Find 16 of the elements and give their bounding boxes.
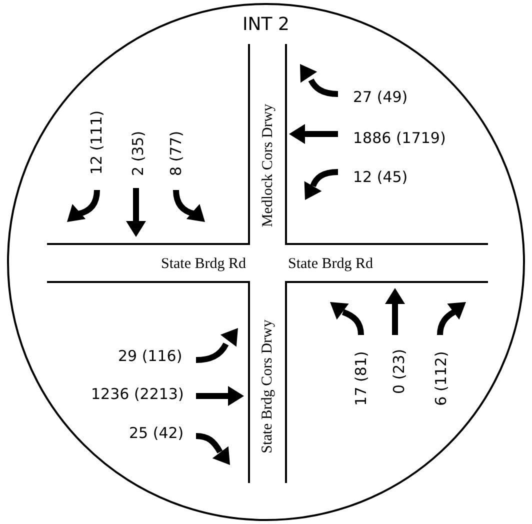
volume-label: 0 (23) bbox=[392, 348, 407, 394]
street-name: State Brdg Rd bbox=[288, 256, 373, 272]
volume-label: 1236 (2213) bbox=[91, 386, 184, 402]
street-name: State Brdg Cors Drwy bbox=[260, 319, 276, 453]
volume-label: 6 (112) bbox=[433, 350, 448, 406]
volume-label: 25 (42) bbox=[129, 426, 184, 440]
street-name: Medlock Cors Drwy bbox=[260, 103, 276, 227]
volume-label: 29 (116) bbox=[118, 348, 182, 364]
volume-label: 2 (35) bbox=[130, 130, 146, 176]
volume-label: 27 (49) bbox=[353, 90, 408, 104]
street-name: State Brdg Rd bbox=[161, 256, 246, 272]
volume-label: 12 (111) bbox=[90, 110, 105, 174]
volume-label: 17 (81) bbox=[353, 350, 368, 406]
volume-label: 12 (45) bbox=[353, 170, 408, 184]
volume-label: 8 (77) bbox=[168, 130, 184, 176]
volume-label: 1886 (1719) bbox=[353, 130, 446, 146]
